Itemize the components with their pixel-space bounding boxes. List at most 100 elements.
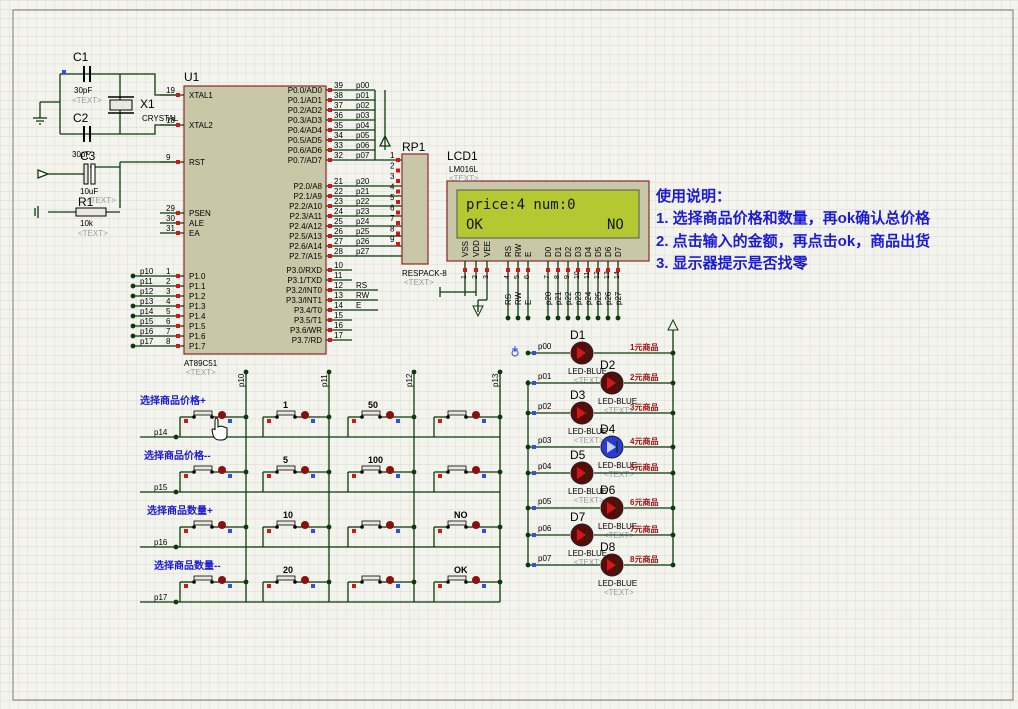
- key-r4-c1[interactable]: [179, 575, 249, 602]
- junction: [130, 313, 136, 319]
- mcu-pin-name: P1.3: [189, 302, 206, 311]
- mcu-pin-name: P3.5/T1: [294, 316, 323, 325]
- capacitor-c3: C3 10uF <TEXT>: [80, 149, 116, 205]
- pin-marker: [352, 474, 356, 478]
- led-ref: D1: [570, 328, 586, 342]
- mcu-pin-number: 21: [334, 177, 343, 186]
- pin-marker: [328, 318, 332, 322]
- key-contact: [293, 415, 297, 419]
- mcu-u1[interactable]: U1 AT89C51 <TEXT> 19XTAL118XTAL29RST29PS…: [130, 70, 402, 377]
- ground-arrow-icon: [472, 305, 484, 318]
- key-r4-c2[interactable]: 20: [262, 565, 332, 602]
- key-r2-c4[interactable]: [433, 465, 503, 492]
- key-contact: [210, 580, 214, 584]
- mcu-net-label: p01: [356, 91, 370, 100]
- led-product-label: 8元商品: [630, 554, 658, 564]
- mcu-pin-number: 2: [166, 277, 171, 286]
- pin-marker: [176, 314, 180, 318]
- pin-marker: [396, 168, 400, 173]
- resistor-r1: R1 10k <TEXT>: [75, 195, 108, 238]
- lcd-line1: price:4 num:0: [466, 197, 576, 213]
- junction: [130, 303, 136, 309]
- key-r2-c2[interactable]: 5: [262, 455, 332, 492]
- keypad-column-label: p12: [405, 373, 414, 387]
- mcu-pin-name: PSEN: [189, 209, 211, 218]
- mcu-net-label: p02: [356, 101, 370, 110]
- key-plunger: [447, 410, 467, 416]
- led-ghost: <TEXT>: [574, 558, 604, 567]
- key-r2-c3[interactable]: 100: [347, 455, 417, 492]
- mcu-pin-number: 1: [166, 267, 171, 276]
- key-r3-c4[interactable]: NO: [433, 510, 503, 547]
- key-button-icon: [301, 411, 309, 419]
- diode-symbol-icon: [607, 441, 616, 453]
- junction: [670, 350, 676, 356]
- mcu-pin-name: P0.4/AD4: [288, 126, 323, 135]
- p1-net-label: p11: [140, 277, 153, 286]
- key-contact: [275, 470, 279, 474]
- key-r1-c4[interactable]: [433, 410, 503, 437]
- key-r4-c3[interactable]: [347, 575, 417, 602]
- lcd-part: LM016L: [449, 165, 478, 174]
- mcu-net-label: p21: [356, 187, 370, 196]
- key-r3-c3[interactable]: [347, 520, 417, 547]
- mcu-net-label: p25: [356, 227, 370, 236]
- key-r1-c1[interactable]: [179, 410, 249, 437]
- pin-marker: [184, 419, 188, 423]
- pin-marker: [328, 214, 332, 218]
- mcu-pin-name: EA: [189, 229, 200, 238]
- key-label: 10: [283, 510, 293, 520]
- capacitor-c1: C1 30pF <TEXT>: [62, 50, 102, 105]
- key-r1-c2[interactable]: 1: [262, 400, 332, 437]
- diode-symbol-icon: [577, 407, 586, 419]
- key-button-icon: [386, 466, 394, 474]
- key-r2-c1[interactable]: [179, 465, 249, 492]
- key-r3-c1[interactable]: [179, 520, 249, 547]
- mcu-left-pins: 19XTAL118XTAL29RST29PSEN30ALE31EA1P1.02P…: [130, 86, 213, 351]
- key-contact: [210, 525, 214, 529]
- rp1-pin-number: 4: [390, 183, 395, 192]
- pin-marker: [328, 224, 332, 228]
- lcd-lcd1[interactable]: price:4 num:0 OK NO LCD1 LM016L <TEXT> V…: [439, 149, 650, 321]
- lcd-ref: LCD1: [447, 149, 478, 163]
- key-contact: [464, 415, 468, 419]
- key-contact: [360, 525, 364, 529]
- c1-ghost: <TEXT>: [72, 96, 102, 105]
- key-plunger: [276, 465, 296, 471]
- mcu-pin-name: P1.2: [189, 292, 206, 301]
- key-r1-c3[interactable]: 50: [347, 400, 417, 437]
- junction: [497, 524, 503, 530]
- mcu-pin-name: P0.7/AD7: [288, 156, 323, 165]
- key-r3-c2[interactable]: 10: [262, 510, 332, 547]
- key-plunger: [361, 465, 381, 471]
- pin-marker: [566, 268, 570, 272]
- pin-marker: [396, 221, 400, 225]
- pin-marker: [328, 194, 332, 198]
- lcd-pins: VSS1VDD2VEE3RS4RW5E6D07D18D29D310D411D51…: [439, 240, 623, 321]
- pin-marker: [311, 474, 315, 478]
- keypad-row-label: p16: [154, 538, 168, 547]
- mcu-pin-number: 14: [334, 301, 343, 310]
- p1-net-label: p16: [140, 327, 154, 336]
- pin-marker: [176, 231, 180, 235]
- hand-cursor-icon: [211, 417, 228, 441]
- lcd-pin-name: D0: [544, 246, 553, 257]
- pin-marker: [228, 419, 232, 423]
- mcu-pin-number: 35: [334, 121, 343, 130]
- mcu-pin-name: P1.6: [189, 332, 206, 341]
- rp1-pin-number: 6: [390, 204, 395, 213]
- mcu-net-label: p23: [356, 207, 370, 216]
- junction: [173, 599, 179, 605]
- key-r4-c4[interactable]: OK: [433, 565, 503, 602]
- junction: [670, 380, 676, 386]
- lcd-pin-number: 10: [574, 271, 581, 279]
